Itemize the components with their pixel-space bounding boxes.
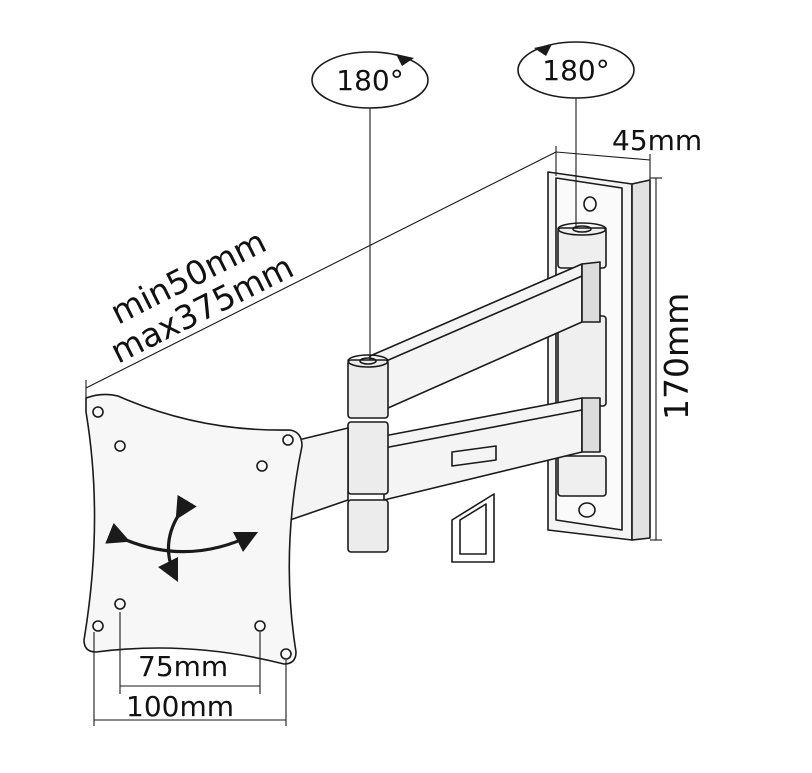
rotate-arrow-icon — [396, 54, 414, 66]
vesa-hole — [254, 620, 266, 632]
vesa-hole — [282, 434, 294, 446]
plate-height-label: 170mm — [657, 293, 696, 420]
vesa-hole — [114, 440, 126, 452]
vesa-inner-dimension: 75mm — [119, 612, 261, 694]
plate-height-dimension: 170mm — [650, 177, 696, 541]
rotation-right-indicator: 180° — [517, 41, 635, 228]
vesa-hole — [114, 598, 126, 610]
rotation-left-indicator: 180° — [311, 51, 429, 360]
rotate-arrow-icon — [534, 44, 552, 56]
vesa-outer-dimension: 100mm — [93, 632, 287, 726]
plate-screw-hole-top — [583, 196, 597, 212]
depth-label: 45mm — [612, 124, 702, 157]
vesa-outer-label: 100mm — [126, 690, 234, 723]
vesa-hole — [256, 460, 268, 472]
vesa-inner-label: 75mm — [138, 650, 228, 683]
plate-screw-hole-bottom — [578, 502, 596, 518]
vesa-hole — [280, 648, 292, 660]
rotation-right-label: 180° — [542, 54, 609, 87]
vesa-hole — [92, 406, 104, 418]
center-hinge — [347, 354, 389, 553]
depth-dimension: 45mm — [555, 124, 702, 180]
tilt-swivel-arrows-icon — [105, 494, 259, 583]
vesa-plate — [83, 393, 303, 665]
rotation-left-label: 180° — [336, 64, 403, 97]
vesa-hole — [92, 620, 104, 632]
